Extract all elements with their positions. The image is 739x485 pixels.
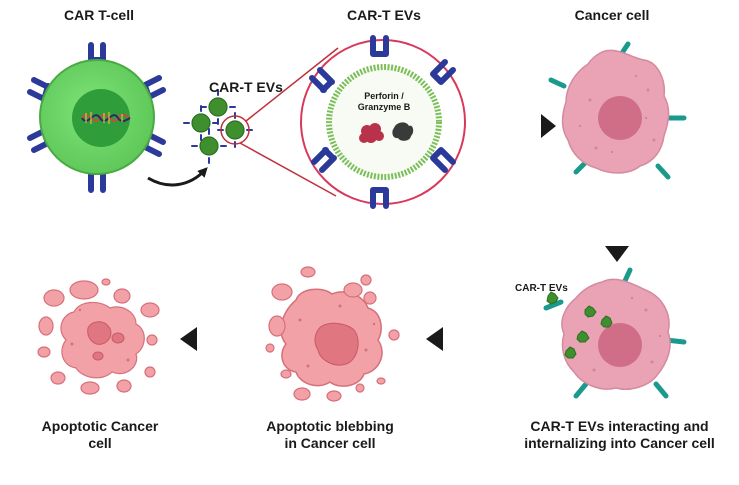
left-arrow-2-head (180, 327, 197, 351)
cancer-nucleus (598, 96, 642, 140)
label-interacting-line1: CAR-T EVs interacting and (530, 418, 709, 434)
car-t-ev-zoomed (300, 35, 466, 209)
apoptotic-cancer-cell (37, 278, 160, 395)
ev-membrane (326, 64, 442, 180)
left-arrow-1-head (426, 327, 443, 351)
label-interacting: CAR-T EVs interacting and internalizing … (500, 418, 739, 452)
cancer-cell (548, 41, 687, 180)
dna-icon (81, 112, 131, 124)
label-car-t-evs-small: CAR-T EVs (515, 283, 568, 294)
label-interacting-line2: internalizing into Cancer cell (524, 435, 715, 451)
label-blebbing-line2: in Cancer cell (284, 435, 376, 451)
nuclear-fragments (87, 321, 125, 361)
car-t-evs-cluster (183, 89, 253, 164)
label-cancer-cell: Cancer cell (574, 7, 650, 23)
ev-receptors (309, 35, 456, 209)
right-arrow-head (541, 114, 556, 138)
granzyme-icon (392, 122, 414, 141)
label-blebbing-line1: Apoptotic blebbing (266, 418, 394, 434)
label-apoptotic-line2: cell (88, 435, 112, 451)
label-car-t-evs-cluster: CAR-T EVs (209, 79, 283, 95)
down-arrow-head (605, 246, 629, 262)
zoom-lines (239, 47, 339, 197)
label-granzyme: Granzyme B (357, 102, 411, 112)
ev-particles (546, 291, 613, 359)
label-apoptotic: Apoptotic Cancer cell (20, 418, 180, 452)
label-car-t-cell: CAR T-cell (63, 7, 134, 23)
label-blebbing: Apoptotic blebbing in Cancer cell (250, 418, 410, 452)
blebbing-cancer-cell (265, 266, 400, 402)
zoom-selection-ring (220, 115, 250, 145)
apoptotic-blebs (265, 266, 400, 402)
cancer-cell-interacting (543, 267, 687, 399)
label-perforin: Perforin / (364, 91, 404, 101)
label-perforin-granzyme: Perforin / Granzyme B (344, 91, 424, 113)
perforin-icon (359, 123, 384, 143)
label-car-t-evs-top: CAR-T EVs (347, 7, 421, 23)
label-apoptotic-line1: Apoptotic Cancer (41, 418, 159, 434)
release-arrow (147, 167, 208, 187)
car-t-cell (27, 42, 166, 193)
